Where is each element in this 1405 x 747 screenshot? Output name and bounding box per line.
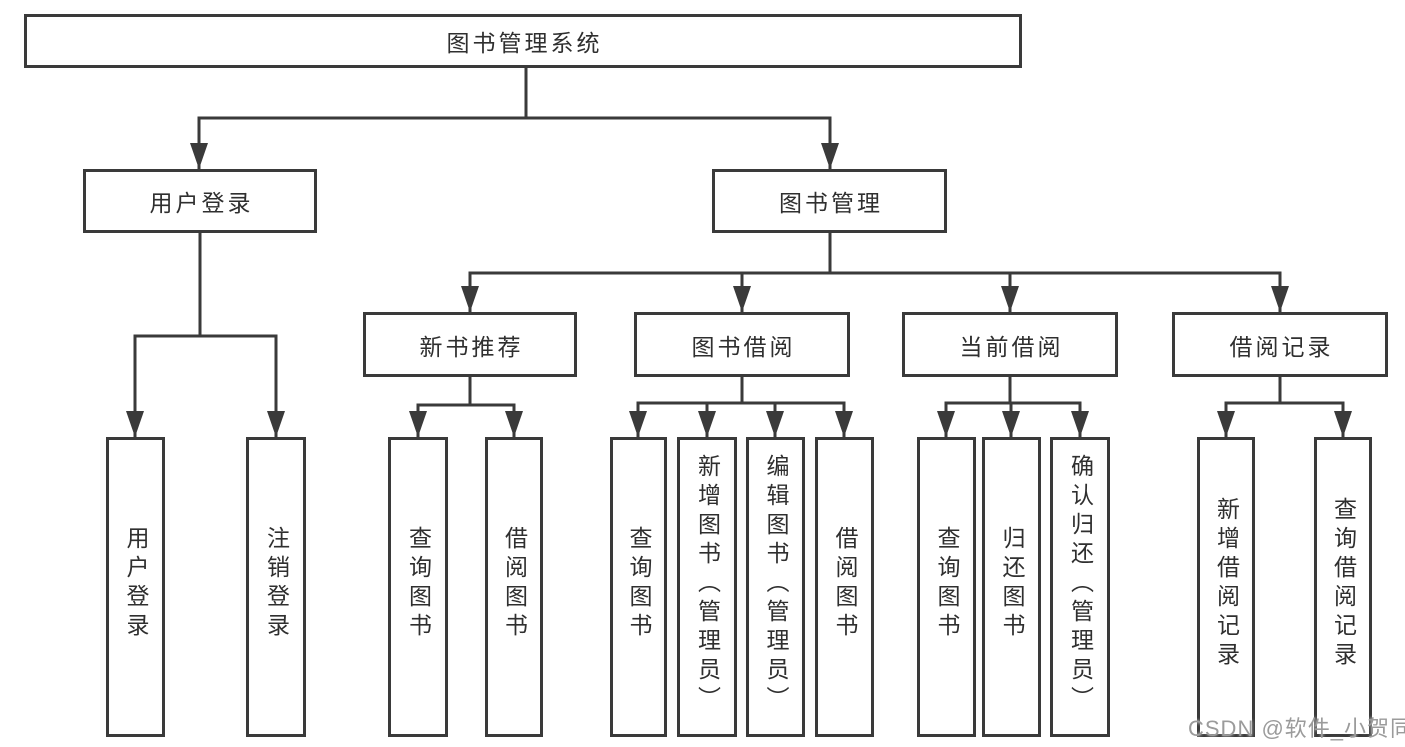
node-label: 新增借阅记录	[1213, 497, 1240, 671]
leaf-return-books: 归还图书	[982, 437, 1041, 737]
node-label: 借阅图书	[832, 526, 858, 642]
leaf-borrow-books: 借阅图书	[815, 437, 874, 737]
leaf-user-login: 用户登录	[106, 437, 165, 737]
node-label: 图书管理	[779, 190, 883, 216]
leaf-query-books-current: 查询图书	[917, 437, 976, 737]
node-label: 用户登录	[123, 526, 149, 642]
node-label: 编辑图书（管理员）	[763, 453, 789, 715]
node-label: 当前借阅	[959, 333, 1064, 360]
node-user-login: 用户登录	[83, 169, 317, 233]
node-label: 查询图书	[934, 526, 960, 642]
node-label: 图书管理系统	[446, 30, 603, 56]
node-label: 图书借阅	[691, 333, 796, 360]
leaf-query-books-recommend: 查询图书	[388, 437, 448, 737]
node-label: 查询借阅记录	[1330, 497, 1357, 671]
node-label: 新增图书（管理员）	[694, 453, 721, 715]
connector-user-login-children	[133, 233, 278, 437]
node-library-system: 图书管理系统	[24, 14, 1022, 68]
node-label: 归还图书	[999, 526, 1025, 642]
connector-book-management-children	[468, 233, 1282, 312]
node-label: 确认归还（管理员）	[1067, 453, 1094, 715]
node-label: 借阅图书	[501, 526, 528, 642]
leaf-edit-books-admin: 编辑图书（管理员）	[746, 437, 805, 737]
node-label: 注销登录	[263, 526, 290, 642]
watermark-text: CSDN @软件_小贺同学	[1188, 716, 1405, 741]
node-label: 查询图书	[626, 526, 652, 642]
leaf-query-books-borrow: 查询图书	[610, 437, 667, 737]
node-new-book-recommendation: 新书推荐	[363, 312, 577, 377]
arrowheads	[126, 143, 1352, 437]
node-label: 查询图书	[405, 526, 432, 642]
node-label: 用户登录	[149, 190, 254, 216]
leaf-logout: 注销登录	[246, 437, 306, 737]
node-label: 借阅记录	[1229, 333, 1334, 360]
connector-book-borrow-children	[636, 377, 846, 437]
leaf-add-borrow-record: 新增借阅记录	[1197, 437, 1255, 737]
node-current-borrowing: 当前借阅	[902, 312, 1118, 377]
leaf-confirm-return-admin: 确认归还（管理员）	[1050, 437, 1110, 737]
connector-root-to-level2	[197, 68, 832, 169]
node-book-borrowing: 图书借阅	[634, 312, 850, 377]
leaf-borrow-books-recommend: 借阅图书	[485, 437, 543, 737]
node-borrowing-records: 借阅记录	[1172, 312, 1388, 377]
node-label: 新书推荐	[419, 333, 524, 360]
node-book-management: 图书管理	[712, 169, 947, 233]
connector-borrow-records-children	[1224, 377, 1345, 437]
leaf-add-books-admin: 新增图书（管理员）	[677, 437, 737, 737]
connector-new-book-children	[416, 377, 516, 437]
leaf-query-borrow-record: 查询借阅记录	[1314, 437, 1372, 737]
